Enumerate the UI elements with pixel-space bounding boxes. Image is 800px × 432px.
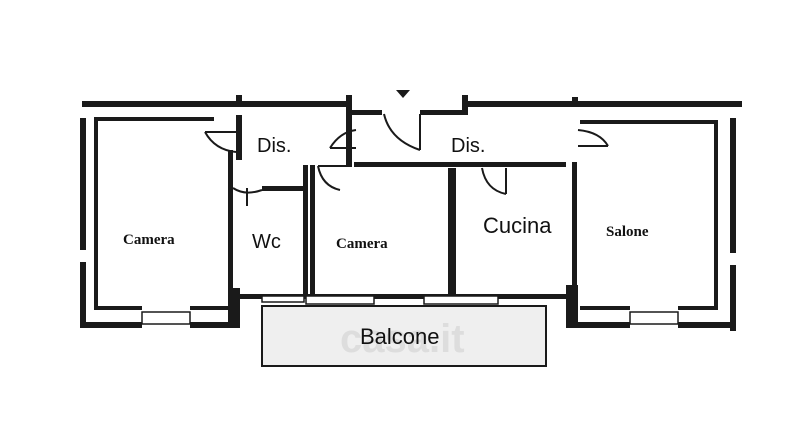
label-balcone: Balcone [360,324,440,349]
label-dis-right: Dis. [451,135,485,157]
outer-walls [80,95,742,331]
label-salone: Salone [606,224,649,240]
label-camera-center: Camera [336,236,388,252]
watermark: casa.it [340,317,465,361]
label-camera-left: Camera [123,232,175,248]
balcony-doors [261,295,499,305]
balcony [261,305,547,367]
label-dis-left: Dis. [257,135,291,157]
label-cucina: Cucina [483,213,552,238]
windows [141,311,679,325]
door-swings [204,90,609,206]
interior-walls [228,115,578,328]
label-wc: Wc [252,231,281,253]
